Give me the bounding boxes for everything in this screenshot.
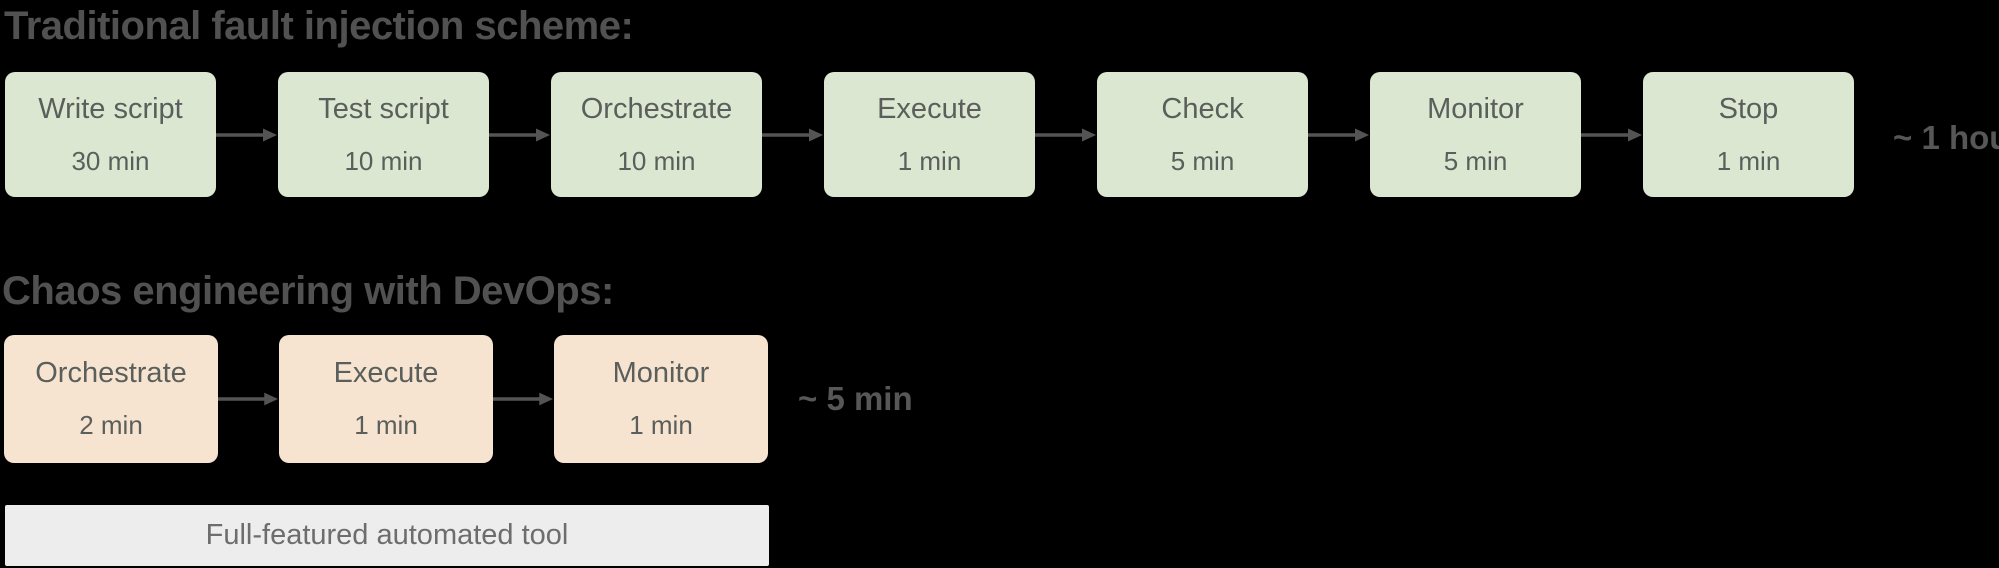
step-label: Stop xyxy=(1718,92,1779,125)
total-duration-traditional: ~ 1 hour xyxy=(1893,119,1999,156)
step-label: Check xyxy=(1161,92,1244,125)
step-duration: 1 min xyxy=(1716,145,1781,176)
arrow-right-icon xyxy=(493,390,554,408)
step-label: Monitor xyxy=(1427,92,1524,125)
step-box: Check 5 min xyxy=(1097,72,1308,197)
step-box: Monitor 1 min xyxy=(554,335,768,463)
step-label: Execute xyxy=(333,357,439,390)
step-box: Orchestrate 2 min xyxy=(4,335,218,463)
step-box: Stop 1 min xyxy=(1643,72,1854,197)
step-label: Orchestrate xyxy=(580,92,733,125)
arrow-right-icon xyxy=(216,126,278,144)
section-heading-devops: Chaos engineering with DevOps: xyxy=(2,269,614,313)
step-duration: 1 min xyxy=(897,145,962,176)
step-label: Execute xyxy=(877,92,982,125)
step-duration: 5 min xyxy=(1170,145,1235,176)
step-label: Orchestrate xyxy=(35,357,187,390)
arrow-right-icon xyxy=(1035,126,1097,144)
arrow-right-icon xyxy=(1308,126,1370,144)
step-box: Orchestrate 10 min xyxy=(551,72,762,197)
step-box: Monitor 5 min xyxy=(1370,72,1581,197)
step-label: Test script xyxy=(318,92,449,125)
step-duration: 30 min xyxy=(71,145,150,176)
arrow-right-icon xyxy=(489,126,551,144)
total-duration-devops: ~ 5 min xyxy=(798,380,913,417)
step-label: Write script xyxy=(38,92,183,125)
arrow-right-icon xyxy=(762,126,824,144)
step-box: Write script 30 min xyxy=(5,72,216,197)
tool-banner-label: Full-featured automated tool xyxy=(205,519,569,551)
section-heading-traditional: Traditional fault injection scheme: xyxy=(4,4,634,48)
arrow-right-icon xyxy=(1581,126,1643,144)
step-duration: 2 min xyxy=(79,410,143,441)
step-label: Monitor xyxy=(612,357,710,390)
tool-banner: Full-featured automated tool xyxy=(5,505,769,566)
step-duration: 10 min xyxy=(344,145,423,176)
step-duration: 10 min xyxy=(617,145,696,176)
step-box: Test script 10 min xyxy=(278,72,489,197)
step-duration: 1 min xyxy=(354,410,418,441)
arrow-right-icon xyxy=(218,390,279,408)
flow-row-devops: Orchestrate 2 min Execute 1 min Monitor 1 min xyxy=(4,335,768,463)
step-duration: 1 min xyxy=(629,410,693,441)
step-duration: 5 min xyxy=(1443,145,1508,176)
step-box: Execute 1 min xyxy=(279,335,493,463)
step-box: Execute 1 min xyxy=(824,72,1035,197)
